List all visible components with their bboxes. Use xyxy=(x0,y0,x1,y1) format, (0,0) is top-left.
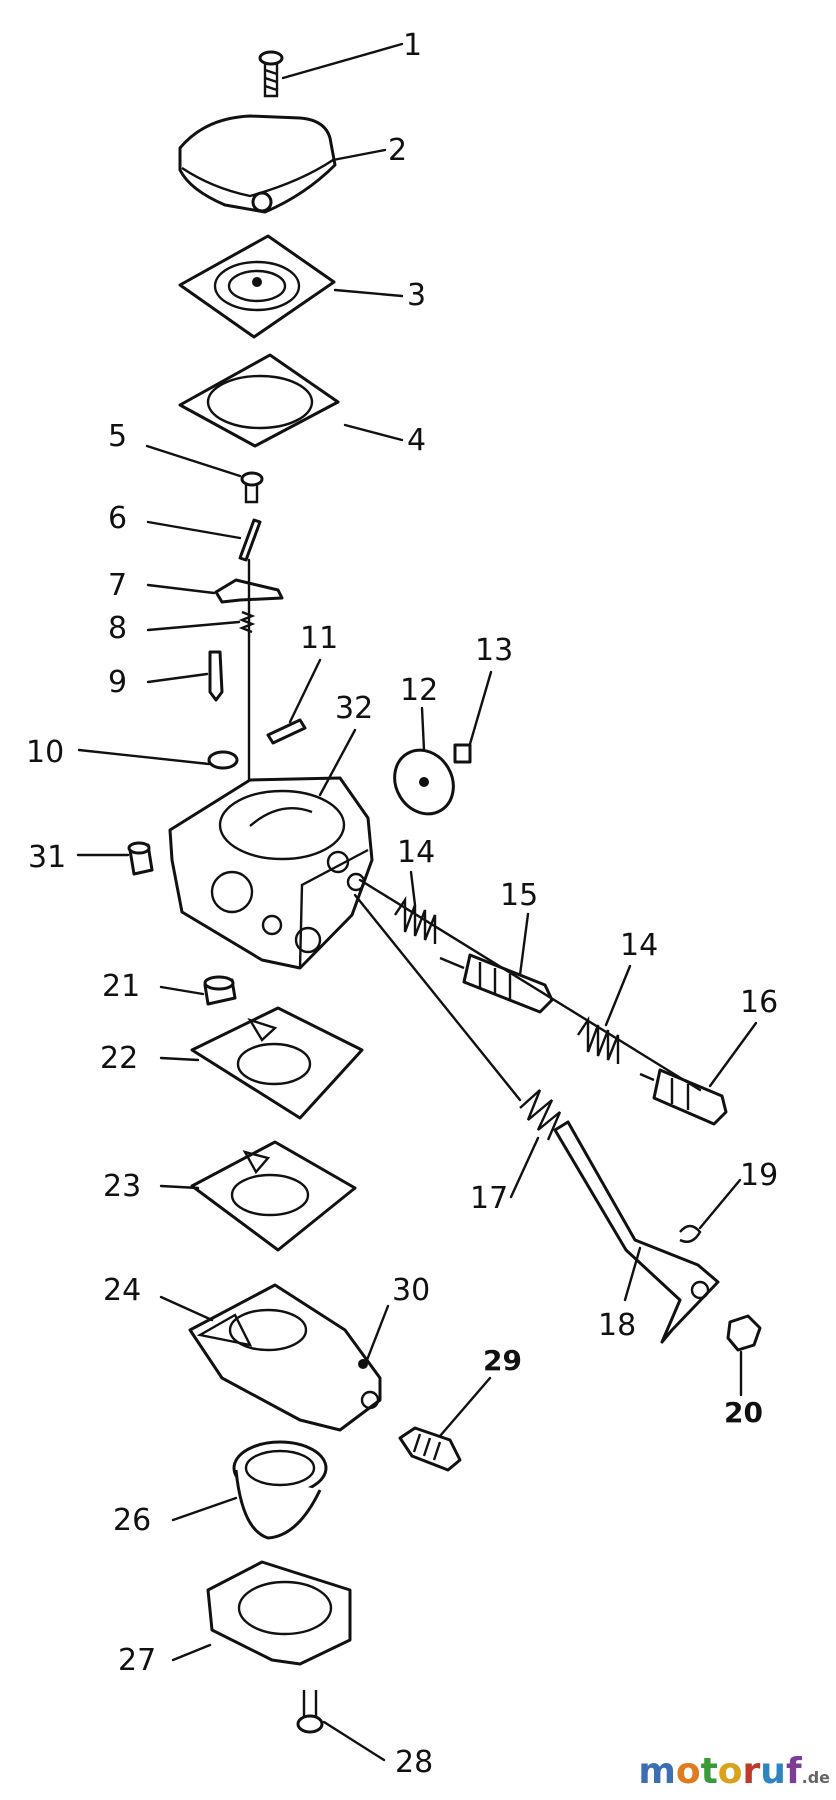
watermark-suffix: .de xyxy=(801,1768,830,1787)
callout-20: 20 xyxy=(724,1396,763,1429)
callout-19: 19 xyxy=(740,1158,778,1193)
callout-27: 27 xyxy=(118,1643,156,1678)
callout-13: 13 xyxy=(475,633,513,668)
leader-lines xyxy=(76,42,758,1762)
part-1-screw xyxy=(258,50,284,98)
watermark-letter: r xyxy=(742,1751,761,1792)
callout-1: 1 xyxy=(403,28,422,63)
part-21-cap xyxy=(203,975,237,1006)
part-19-clip xyxy=(679,1224,702,1243)
callout-18: 18 xyxy=(598,1308,636,1343)
callout-30: 30 xyxy=(392,1273,430,1308)
part-26-primer-bulb xyxy=(232,1440,328,1540)
callout-22: 22 xyxy=(100,1041,138,1076)
callout-11: 11 xyxy=(300,621,338,656)
part-3-diaphragm xyxy=(178,234,336,339)
callout-26: 26 xyxy=(113,1503,151,1538)
part-28-screw xyxy=(296,1690,324,1734)
part-14-spring-lower xyxy=(577,1016,620,1064)
watermark-letter: t xyxy=(700,1751,718,1792)
callout-2: 2 xyxy=(388,133,407,168)
part-23-diaphragm xyxy=(190,1140,357,1252)
part-27-retainer xyxy=(206,1560,352,1666)
watermark-letter: f xyxy=(785,1751,802,1792)
part-16-adjusting-needle xyxy=(639,1068,728,1126)
callout-24: 24 xyxy=(103,1273,141,1308)
part-17-spring xyxy=(519,1089,562,1141)
part-32-carburetor-body xyxy=(168,776,374,970)
callout-3: 3 xyxy=(407,278,426,313)
part-11-pin xyxy=(266,718,307,745)
callout-23: 23 xyxy=(103,1169,141,1204)
part-24-pump-cover xyxy=(188,1283,382,1432)
callout-10: 10 xyxy=(26,735,64,770)
watermark-letter: u xyxy=(760,1751,786,1792)
callout-17: 17 xyxy=(470,1181,508,1216)
callout-15: 15 xyxy=(500,878,538,913)
callout-28: 28 xyxy=(395,1745,433,1780)
part-30-check xyxy=(358,1359,368,1369)
callout-29: 29 xyxy=(483,1344,522,1377)
callout-21: 21 xyxy=(102,969,140,1004)
part-2-cover xyxy=(178,114,337,214)
callout-7: 7 xyxy=(108,568,127,603)
callout-32: 32 xyxy=(335,691,373,726)
callout-16: 16 xyxy=(740,985,778,1020)
part-9-inlet-needle xyxy=(208,650,224,702)
part-10-washer xyxy=(207,750,239,770)
callout-9: 9 xyxy=(108,665,127,700)
callout-14-lower: 14 xyxy=(620,928,658,963)
callout-8: 8 xyxy=(108,611,127,646)
callout-labels: 1 2 3 4 5 6 7 8 9 10 11 12 13 32 31 14 1… xyxy=(26,28,778,1780)
callout-6: 6 xyxy=(108,501,127,536)
part-6-pin xyxy=(238,518,262,562)
part-18-lever xyxy=(553,1120,720,1344)
watermark-letter: m xyxy=(638,1751,676,1792)
part-29-screw xyxy=(398,1426,462,1472)
callout-4: 4 xyxy=(407,423,426,458)
callout-12: 12 xyxy=(400,673,438,708)
watermark-letter: o xyxy=(717,1751,743,1792)
part-15-adjusting-needle xyxy=(439,953,554,1014)
callout-31: 31 xyxy=(28,840,66,875)
part-22-gasket xyxy=(190,1006,364,1120)
callout-5: 5 xyxy=(108,419,127,454)
part-8-spring xyxy=(238,610,256,634)
part-4-gasket xyxy=(178,353,340,448)
callout-14-upper: 14 xyxy=(397,835,435,870)
part-31-plug xyxy=(127,841,154,876)
motoruf-watermark: motoruf.de xyxy=(638,1751,830,1792)
part-20-nut xyxy=(726,1314,762,1352)
part-13-screw xyxy=(453,743,472,764)
watermark-letter: o xyxy=(675,1751,701,1792)
part-5-screw xyxy=(240,471,264,504)
part-12-throttle-plate xyxy=(393,748,455,816)
